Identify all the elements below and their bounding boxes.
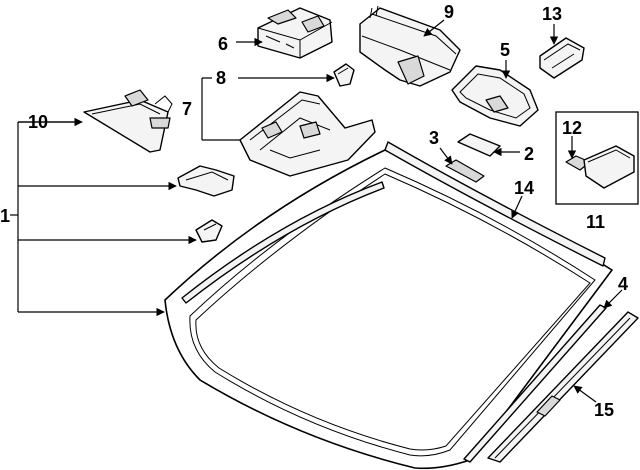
upper-molding xyxy=(384,141,606,267)
pad xyxy=(457,133,501,157)
retainer-clip xyxy=(195,219,223,243)
callout-2: 2 xyxy=(524,144,534,164)
callout-13: 13 xyxy=(542,4,562,24)
sensor-cover xyxy=(83,89,173,153)
side-molding xyxy=(487,311,639,463)
callout-4: 4 xyxy=(618,274,628,294)
windshield-glass xyxy=(164,149,613,470)
mount-bracket xyxy=(257,7,333,59)
sensor-bracket xyxy=(539,37,585,79)
callout-14: 14 xyxy=(514,178,534,198)
clip xyxy=(333,63,355,87)
bracket-clip xyxy=(177,165,235,197)
callout-9: 9 xyxy=(444,2,454,22)
overhead-console xyxy=(359,5,461,87)
callout-6: 6 xyxy=(218,34,228,54)
side-strip xyxy=(181,181,385,304)
callout-3: 3 xyxy=(429,128,439,148)
mirror-cover xyxy=(239,91,376,177)
callout-1: 1 xyxy=(0,206,10,226)
callout-12: 12 xyxy=(562,118,582,138)
tape xyxy=(445,159,485,183)
callout-15: 15 xyxy=(594,400,614,420)
callout-5: 5 xyxy=(500,40,510,60)
callout-7: 7 xyxy=(182,99,192,119)
callout-8: 8 xyxy=(216,68,226,88)
leader-lines xyxy=(10,19,623,403)
callout-11: 11 xyxy=(586,212,605,232)
callout-labels: 1 2 3 4 5 6 7 8 9 10 11 12 13 14 15 xyxy=(0,2,628,420)
rear-view-mirror xyxy=(451,65,539,127)
callout-10: 10 xyxy=(28,112,48,132)
